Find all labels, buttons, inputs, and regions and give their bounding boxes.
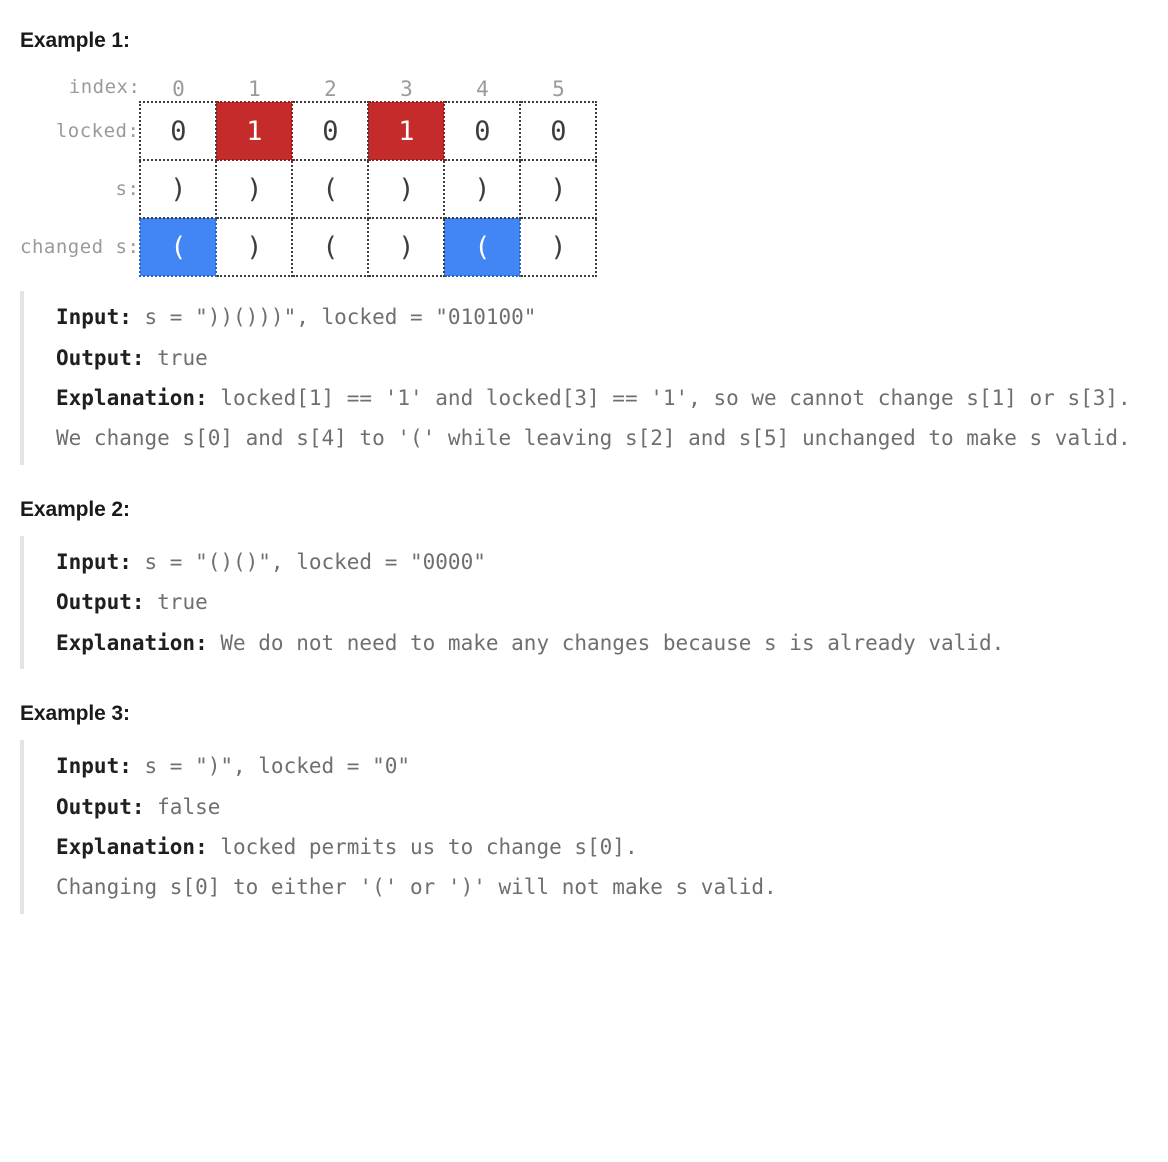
input-label: Input:: [56, 305, 132, 330]
s-cell-1: ): [215, 159, 294, 220]
output-value: true: [144, 345, 208, 370]
explanation-label: Explanation:: [56, 630, 208, 655]
example-block-3: Input: s = ")", locked = "0" Output: fal…: [20, 740, 1148, 914]
input-label: Input:: [56, 754, 132, 779]
locked-cell-0: 0: [139, 101, 218, 162]
example-section-1: Example 1: index: 0 1 2 3 4 5 locked:: [20, 26, 1148, 465]
index-header-1: 1: [248, 77, 261, 102]
explanation-line: Explanation: locked[1] == '1' and locked…: [56, 378, 1148, 418]
s-cell-5: ): [519, 159, 598, 220]
changed-s-cell-4: (: [443, 217, 522, 278]
s-cell-2: (: [291, 159, 370, 220]
table-row-s: s: ) ) ( ) ) ): [20, 159, 598, 220]
explanation-value: We do not need to make any changes becau…: [207, 630, 1005, 655]
index-header-0: 0: [172, 77, 185, 102]
output-value: false: [144, 794, 221, 819]
changed-s-cell-2: (: [291, 217, 370, 278]
row-label-s: s:: [115, 178, 140, 201]
index-header-4: 4: [476, 77, 489, 102]
explanation-line: Explanation: We do not need to make any …: [56, 623, 1148, 663]
table-row-changed-s: changed s: ( ) ( ) ( ): [20, 217, 598, 278]
explanation-label: Explanation:: [56, 386, 208, 411]
locked-cell-3: 1: [367, 101, 446, 162]
explanation-extra-line: We change s[0] and s[4] to '(' while lea…: [56, 426, 1131, 451]
explanation-line: Explanation: locked permits us to change…: [56, 827, 1148, 867]
index-header-5: 5: [552, 77, 565, 102]
explanation-extra-line: Changing s[0] to either '(' or ')' will …: [56, 875, 777, 900]
locked-cell-2: 0: [291, 101, 370, 162]
explanation-label: Explanation:: [56, 834, 208, 859]
changed-s-cell-0: (: [139, 217, 218, 278]
index-grid-table: index: 0 1 2 3 4 5 locked: 0 1 0 1: [20, 71, 598, 278]
index-header-2: 2: [324, 77, 337, 102]
table-row-index: index: 0 1 2 3 4 5: [20, 71, 596, 102]
row-label-changed-s: changed s:: [20, 236, 140, 259]
locked-cell-1: 1: [215, 101, 294, 162]
changed-s-cell-1: ): [215, 217, 294, 278]
table-row-locked: locked: 0 1 0 1 0 0: [20, 101, 598, 162]
row-label-locked: locked:: [55, 120, 140, 143]
output-line: Output: false: [56, 787, 1148, 827]
changed-s-cell-5: ): [519, 217, 598, 278]
changed-s-cell-3: ): [367, 217, 446, 278]
output-label: Output:: [56, 794, 145, 819]
s-cell-0: ): [139, 159, 218, 220]
example-section-3: Example 3: Input: s = ")", locked = "0" …: [20, 699, 1148, 914]
output-value: true: [144, 590, 208, 615]
explanation-value: locked[1] == '1' and locked[3] == '1', s…: [207, 386, 1131, 411]
explanation-value: locked permits us to change s[0].: [207, 834, 638, 859]
output-line: Output: true: [56, 338, 1148, 378]
input-value: s = "))()))", locked = "010100": [131, 305, 537, 330]
output-line: Output: true: [56, 582, 1148, 622]
locked-cell-4: 0: [443, 101, 522, 162]
s-cell-4: ): [443, 159, 522, 220]
page-title-example-2: Example 2:: [20, 497, 130, 521]
output-label: Output:: [56, 345, 145, 370]
page-title-example-1: Example 1:: [20, 29, 130, 52]
row-label-index: index:: [68, 75, 141, 98]
index-header-3: 3: [400, 77, 413, 102]
input-value: s = "()()", locked = "0000": [131, 550, 486, 575]
input-line: Input: s = "))()))", locked = "010100": [56, 297, 1148, 337]
input-value: s = ")", locked = "0": [131, 754, 411, 779]
output-label: Output:: [56, 590, 145, 615]
examples-page: Example 1: index: 0 1 2 3 4 5 locked:: [20, 26, 1148, 914]
input-line: Input: s = ")", locked = "0": [56, 746, 1148, 786]
example-block-2: Input: s = "()()", locked = "0000" Outpu…: [20, 536, 1148, 669]
input-label: Input:: [56, 550, 132, 575]
locked-string-figure: index: 0 1 2 3 4 5 locked: 0 1 0 1: [20, 71, 1148, 278]
example-section-2: Example 2: Input: s = "()()", locked = "…: [20, 495, 1148, 669]
page-title-example-3: Example 3:: [20, 701, 130, 725]
locked-cell-5: 0: [519, 101, 598, 162]
input-line: Input: s = "()()", locked = "0000": [56, 542, 1148, 582]
example-block-1: Input: s = "))()))", locked = "010100" O…: [20, 291, 1148, 465]
s-cell-3: ): [367, 159, 446, 220]
